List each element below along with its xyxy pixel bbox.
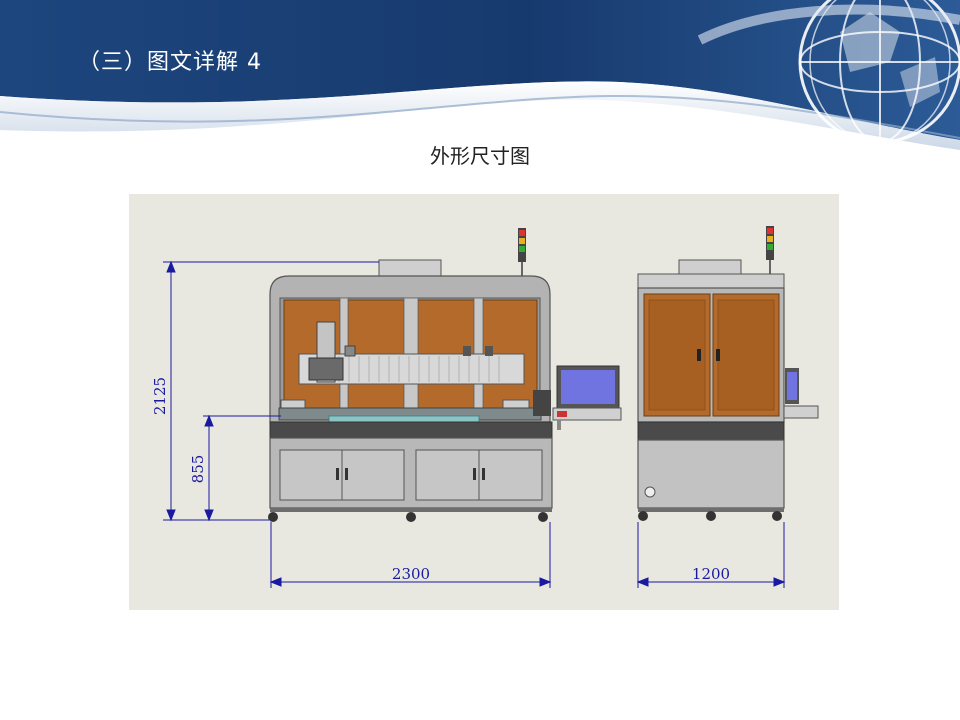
side-view-machine xyxy=(637,226,819,521)
monitor-icon xyxy=(552,365,622,430)
slide-title: （三）图文详解 4 xyxy=(78,50,262,75)
dimension-drawing: 2125 855 2300 1200 xyxy=(129,194,839,610)
signal-light-icon xyxy=(766,226,774,274)
dim-table-height: 855 xyxy=(189,455,207,484)
dim-total-height: 2125 xyxy=(151,377,169,415)
dim-front-width: 2300 xyxy=(392,565,430,583)
signal-light-icon xyxy=(518,228,526,276)
globe-icon xyxy=(798,0,960,144)
banner-white-sweep xyxy=(0,81,960,150)
monitor-icon xyxy=(783,368,819,419)
diagram-caption: 外形尺寸图 xyxy=(430,144,530,168)
header-banner xyxy=(0,0,960,150)
front-view-machine xyxy=(268,228,622,522)
dim-side-width: 1200 xyxy=(692,565,730,583)
